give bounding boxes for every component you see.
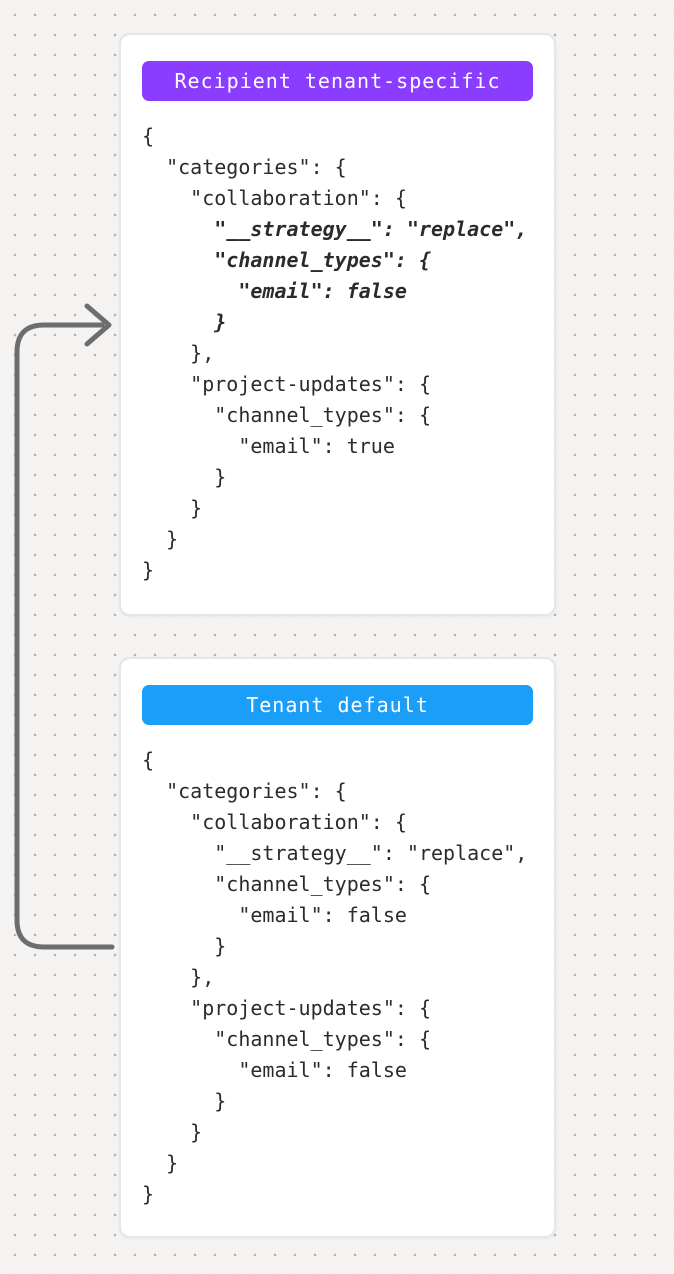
code-line: } bbox=[142, 1151, 179, 1175]
code-line: { bbox=[142, 124, 155, 148]
code-line: "project-updates": { bbox=[142, 372, 431, 396]
code-line: "channel_types": { bbox=[142, 1027, 431, 1051]
code-line: "email": false bbox=[142, 279, 407, 303]
code-line: "__strategy__": "replace", bbox=[142, 841, 528, 865]
code-line: { bbox=[142, 748, 155, 772]
code-line: "categories": { bbox=[142, 779, 347, 803]
code-line: "channel_types": { bbox=[142, 248, 431, 272]
recipient-tenant-specific-card: Recipient tenant-specific { "categories"… bbox=[119, 33, 556, 616]
code-line: } bbox=[142, 310, 227, 334]
code-line: "channel_types": { bbox=[142, 872, 431, 896]
code-line: } bbox=[142, 527, 179, 551]
code-line: "channel_types": { bbox=[142, 403, 431, 427]
code-line: "email": false bbox=[142, 903, 407, 927]
code-line: } bbox=[142, 934, 227, 958]
merge-arrow-path bbox=[14, 322, 115, 950]
code-line: }, bbox=[142, 965, 215, 989]
code-line: } bbox=[142, 496, 203, 520]
code-line: "collaboration": { bbox=[142, 810, 407, 834]
code-line: } bbox=[142, 1089, 227, 1113]
code-line: "email": false bbox=[142, 1058, 407, 1082]
code-line: }, bbox=[142, 341, 215, 365]
code-line: } bbox=[142, 1120, 203, 1144]
code-line: } bbox=[142, 465, 227, 489]
code-line: "__strategy__": "replace", bbox=[142, 217, 528, 241]
tenant-default-card: Tenant default { "categories": { "collab… bbox=[119, 657, 556, 1238]
recipient-json-code-block: { "categories": { "collaboration": { "__… bbox=[142, 121, 533, 586]
code-line: "categories": { bbox=[142, 155, 347, 179]
recipient-tenant-specific-badge: Recipient tenant-specific bbox=[142, 61, 533, 101]
code-line: "project-updates": { bbox=[142, 996, 431, 1020]
code-line: } bbox=[142, 558, 155, 582]
code-line: } bbox=[142, 1182, 155, 1206]
tenant-default-badge: Tenant default bbox=[142, 685, 533, 725]
code-line: "email": true bbox=[142, 434, 395, 458]
code-line: "collaboration": { bbox=[142, 186, 407, 210]
merge-arrowhead bbox=[84, 303, 112, 347]
tenant-json-code-block: { "categories": { "collaboration": { "__… bbox=[142, 745, 533, 1210]
